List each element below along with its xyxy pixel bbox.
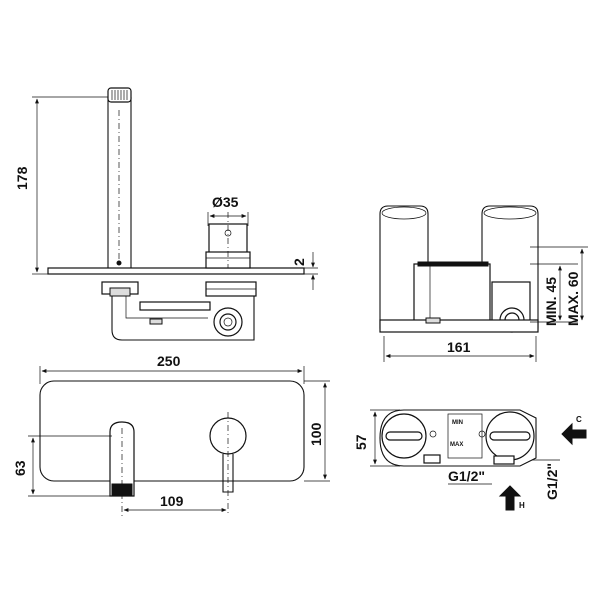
dim-100-label: 100 xyxy=(308,422,324,446)
dim-57-label: 57 xyxy=(353,434,369,450)
hot-connection-label: G1/2" xyxy=(448,468,485,484)
handle-front xyxy=(209,417,247,455)
hot-arrow-icon xyxy=(498,485,522,511)
top-view: 57 MIN MAX C G1/2" G1/2" H xyxy=(353,409,587,511)
cold-connection-label: G1/2" xyxy=(544,463,560,500)
dim-max-label: MAX. 60 xyxy=(565,271,581,326)
cylinder-left xyxy=(379,205,429,329)
top-port-right-slot xyxy=(489,431,531,441)
crossbar xyxy=(139,301,211,311)
dim-diameter-label: Ø35 xyxy=(212,194,239,210)
top-port-left-slot xyxy=(385,431,423,441)
wall-plate xyxy=(47,267,305,275)
dim-161-label: 161 xyxy=(447,339,471,355)
side-view: 178 2 Ø35 xyxy=(14,87,318,341)
cold-label: C xyxy=(576,415,582,424)
dim-109-label: 109 xyxy=(160,493,184,509)
dim-250-label: 250 xyxy=(157,353,181,369)
front-plate xyxy=(39,380,305,482)
bottom-fitting-right xyxy=(493,455,515,465)
selector-body xyxy=(447,413,483,459)
max-marking: MAX xyxy=(450,442,463,448)
bottom-fitting-left xyxy=(423,454,441,464)
dim-min-label: MIN. 45 xyxy=(543,277,559,326)
central-body xyxy=(413,263,491,323)
hot-label: H xyxy=(519,501,525,510)
aerator-grille xyxy=(111,90,128,100)
cylinder-right xyxy=(481,205,539,329)
dim-2-label: 2 xyxy=(291,258,307,266)
spout-fixing-dot xyxy=(116,260,122,266)
cold-arrow-icon xyxy=(561,422,587,446)
rear-view: 161 MIN. 45 MAX. 60 xyxy=(379,205,588,362)
top-body xyxy=(379,409,537,467)
dim-178-label: 178 xyxy=(14,166,30,190)
spout-aerator xyxy=(107,87,132,103)
front-view: 250 100 63 109 xyxy=(12,353,330,516)
spout-tube xyxy=(107,97,132,268)
valve-body xyxy=(111,296,255,341)
inlet-fitting-inner xyxy=(219,313,237,331)
base-strip xyxy=(379,319,539,333)
min-marking: MIN xyxy=(452,420,463,426)
dim-63-label: 63 xyxy=(12,460,28,476)
